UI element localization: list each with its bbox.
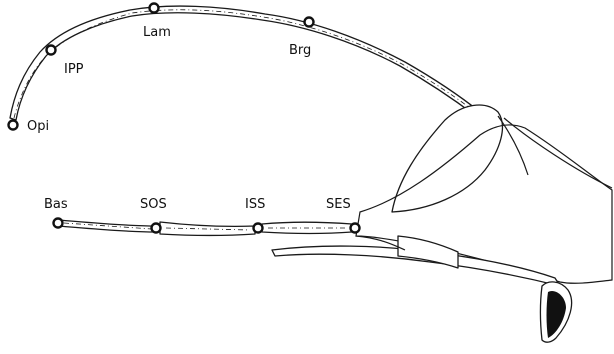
tooth (541, 282, 572, 342)
landmark-marker (254, 224, 263, 233)
landmark-label-sos: SOS (140, 197, 167, 212)
landmark-label-iss: ISS (245, 197, 265, 212)
landmark-marker (150, 4, 159, 13)
landmark-label-lam: Lam (143, 25, 171, 40)
landmark-label-brg: Brg (289, 43, 311, 58)
cranial-base (58, 220, 352, 236)
landmark-marker (9, 121, 18, 130)
landmark-label-ses: SES (326, 197, 351, 212)
landmark-marker (152, 224, 161, 233)
landmark-marker (47, 46, 56, 55)
landmark-ipp: IPP (47, 46, 84, 78)
landmark-marker (54, 219, 63, 228)
landmark-label-bas: Bas (44, 197, 68, 212)
landmark-opi: Opi (9, 119, 50, 134)
landmark-label-ipp: IPP (64, 62, 84, 77)
frontal-bone (392, 105, 502, 212)
landmark-label-opi: Opi (27, 119, 49, 134)
palatal-bone (272, 236, 560, 286)
landmark-marker (351, 224, 360, 233)
landmark-marker (305, 18, 314, 27)
